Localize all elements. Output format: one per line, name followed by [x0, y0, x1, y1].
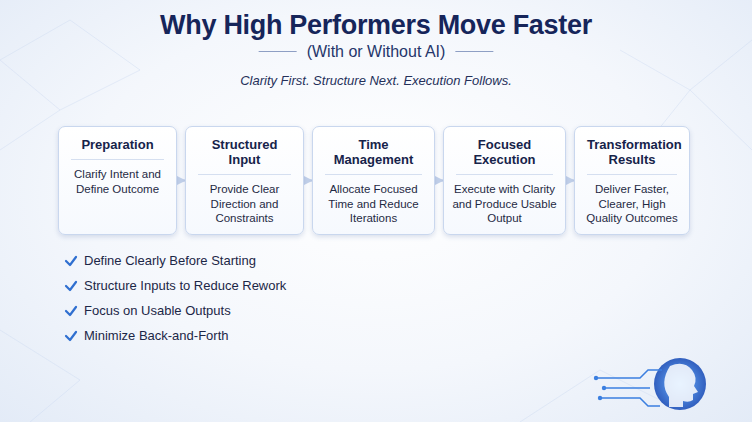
- process-box: Transformation ResultsDeliver Faster, Cl…: [574, 126, 690, 235]
- flow-arrow: [435, 180, 443, 182]
- checklist-item: Define Clearly Before Starting: [84, 253, 256, 268]
- box-body: Allocate Focused Time and Reduce Iterati…: [319, 182, 428, 226]
- box-heading: Focused Execution: [456, 137, 553, 175]
- ai-logo: [594, 358, 706, 410]
- flow-arrow: [304, 180, 312, 182]
- checklist-item: Focus on Usable Outputs: [84, 303, 231, 318]
- box-body: Clarify Intent and Define Outcome: [65, 167, 170, 196]
- box-heading: Structured Input: [198, 137, 291, 175]
- checklist-item: Minimize Back-and-Forth: [84, 328, 229, 343]
- process-box: PreparationClarify Intent and Define Out…: [58, 126, 177, 235]
- process-box: Time ManagementAllocate Focused Time and…: [312, 126, 435, 235]
- checklist-item: Structure Inputs to Reduce Rework: [84, 278, 286, 293]
- process-box: Structured InputProvide Clear Direction …: [185, 126, 304, 235]
- box-body: Deliver Faster, Clearer, High Quality Ou…: [581, 182, 683, 226]
- subtitle-row: (With or Without AI): [0, 43, 752, 61]
- flow-arrow: [177, 180, 185, 182]
- box-body: Provide Clear Direction and Constraints: [192, 182, 297, 226]
- subtitle: (With or Without AI): [301, 43, 452, 60]
- tagline: Clarity First. Structure Next. Execution…: [0, 73, 752, 88]
- box-heading: Transformation Results: [587, 137, 677, 175]
- box-heading: Time Management: [325, 137, 422, 175]
- check-icon: [64, 254, 78, 268]
- process-box: Focused ExecutionExecute with Clarity an…: [443, 126, 566, 235]
- check-icon: [64, 304, 78, 318]
- check-icon: [64, 279, 78, 293]
- box-heading: Preparation: [71, 137, 164, 160]
- title: Why High Performers Move Faster: [0, 10, 752, 41]
- flow-arrow: [566, 180, 574, 182]
- check-icon: [64, 329, 78, 343]
- network-lines: [0, 20, 752, 422]
- box-body: Execute with Clarity and Produce Usable …: [450, 182, 559, 226]
